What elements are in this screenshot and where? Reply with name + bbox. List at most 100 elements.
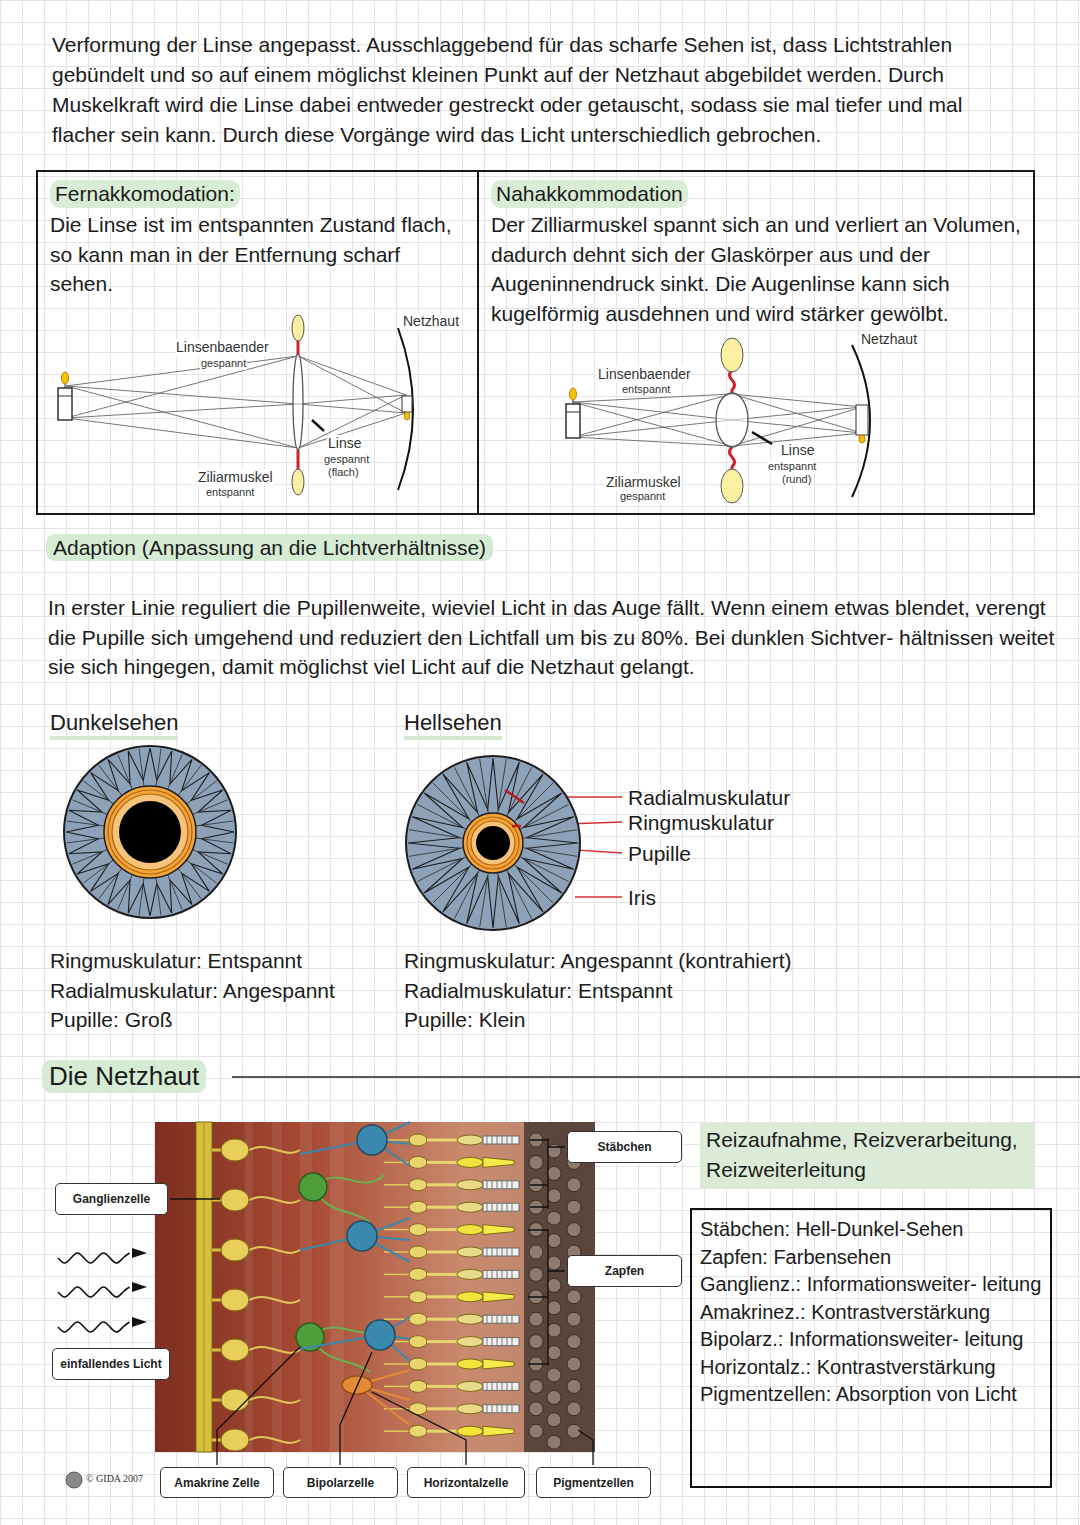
retina-illustration bbox=[487, 1270, 488, 1278]
retina-illustration bbox=[409, 1179, 427, 1191]
retina-illustration bbox=[487, 1405, 488, 1413]
retina-illustration bbox=[483, 1338, 519, 1346]
retina-illustration bbox=[487, 1315, 488, 1323]
retina-arc bbox=[402, 396, 412, 412]
retina-illustration bbox=[483, 1248, 519, 1256]
retina-illustration bbox=[502, 1382, 503, 1390]
iris-figure bbox=[409, 830, 463, 839]
leader-line bbox=[312, 420, 324, 431]
retina-illustration bbox=[221, 1429, 249, 1451]
callout-box: Bipolarzelle bbox=[283, 1467, 398, 1498]
light-arrow bbox=[132, 1282, 147, 1292]
lens-symbol bbox=[716, 393, 748, 447]
retina-illustration bbox=[427, 1318, 457, 1321]
leader-line bbox=[528, 1229, 565, 1366]
figure-label: Netzhaut bbox=[860, 331, 918, 348]
retina-illustration bbox=[529, 1312, 543, 1326]
retina-illustration bbox=[492, 1270, 493, 1278]
far-accommodation-figure bbox=[58, 315, 413, 495]
retina-illustration bbox=[547, 1144, 561, 1158]
retina-illustration bbox=[547, 1278, 561, 1292]
retina-illustration bbox=[529, 1335, 543, 1349]
retina-illustration bbox=[272, 1122, 282, 1452]
panel-heading: Nahakkommodation bbox=[491, 180, 688, 208]
retina-illustration bbox=[483, 1157, 514, 1167]
retina-illustration bbox=[529, 1424, 543, 1438]
figure-label: Linsenbaender bbox=[597, 366, 692, 383]
leader-line bbox=[752, 432, 772, 444]
retina-illustration bbox=[507, 1270, 508, 1278]
retina-illustration bbox=[483, 1225, 514, 1235]
retina-illustration bbox=[155, 1122, 595, 1452]
lens-symbol bbox=[293, 354, 303, 450]
retina-illustration bbox=[547, 1166, 561, 1180]
retina-illustration bbox=[547, 1346, 561, 1360]
retina-arc bbox=[859, 435, 865, 443]
callout-text: Ganglienzelle bbox=[73, 1192, 150, 1206]
retina-illustration bbox=[427, 1251, 457, 1254]
lens-symbol bbox=[730, 447, 735, 470]
retina-illustration bbox=[512, 1248, 513, 1256]
retina-illustration bbox=[492, 1315, 493, 1323]
retina-illustration bbox=[409, 1224, 427, 1236]
retina-illustration bbox=[512, 1382, 513, 1390]
light-arrow bbox=[58, 1287, 130, 1297]
retina-illustration bbox=[492, 1248, 493, 1256]
iris-figure bbox=[64, 746, 236, 918]
retina-illustration bbox=[507, 1136, 508, 1144]
retina-illustration bbox=[384, 1430, 410, 1432]
callout-text: Pigmentzellen bbox=[553, 1476, 634, 1490]
iris-figure bbox=[523, 848, 577, 857]
retina-illustration bbox=[384, 1386, 410, 1388]
retina-illustration bbox=[249, 1437, 300, 1443]
retina-illustration bbox=[357, 1125, 387, 1155]
retina-illustration bbox=[384, 1206, 410, 1208]
retina-illustration bbox=[567, 1223, 581, 1237]
retina-illustration bbox=[409, 1268, 427, 1280]
retina-illustration bbox=[567, 1312, 581, 1326]
iris-figure bbox=[64, 746, 236, 918]
retina-illustration bbox=[507, 1405, 508, 1413]
figure-label: Linse bbox=[327, 435, 362, 452]
retina-illustration bbox=[427, 1183, 457, 1186]
iris-figure bbox=[186, 860, 216, 883]
retina-illustration bbox=[483, 1405, 519, 1413]
light-arrow bbox=[58, 1322, 130, 1332]
retina-illustration bbox=[497, 1203, 498, 1211]
lens-symbol bbox=[297, 341, 300, 355]
iris-figure bbox=[104, 786, 196, 878]
retina-illustration bbox=[249, 1247, 300, 1253]
retina-illustration bbox=[529, 1402, 543, 1416]
retina-illustration bbox=[300, 1317, 410, 1361]
retina-illustration bbox=[487, 1181, 488, 1189]
iris-figure bbox=[507, 870, 532, 919]
iris-figure bbox=[523, 830, 577, 839]
retina-illustration bbox=[567, 1290, 581, 1304]
light-arrow bbox=[132, 1248, 147, 1258]
list-item: Ganglienz.: Informationsweiter- leitung bbox=[700, 1271, 1042, 1299]
retina-illustration bbox=[427, 1295, 457, 1298]
figure-sublabel: entspannt bbox=[205, 486, 255, 499]
retina-illustration bbox=[529, 1245, 543, 1259]
retina-illustration bbox=[409, 1291, 427, 1303]
retina-illustration bbox=[502, 1405, 503, 1413]
retina-illustration bbox=[457, 1202, 483, 1212]
part-label: Radialmuskulatur bbox=[628, 785, 790, 810]
retina-illustration bbox=[427, 1139, 457, 1142]
retina-illustration bbox=[567, 1357, 581, 1371]
retina-illustration bbox=[529, 1155, 543, 1169]
retina-illustration bbox=[249, 1147, 300, 1153]
iris-figure bbox=[454, 767, 479, 816]
retina-illustration bbox=[497, 1181, 498, 1189]
retina-illustration bbox=[384, 1363, 410, 1365]
iris-figure bbox=[112, 794, 188, 870]
retina-illustration bbox=[483, 1203, 519, 1211]
retina-illustration bbox=[497, 1248, 498, 1256]
retina-illustration bbox=[483, 1315, 519, 1323]
candle-symbol bbox=[566, 404, 580, 438]
retina-illustration bbox=[457, 1292, 483, 1302]
retina-illustration bbox=[221, 1239, 249, 1261]
retina-illustration bbox=[492, 1382, 493, 1390]
retina-illustration bbox=[567, 1379, 581, 1393]
list-item: Horizontalz.: Kontrastverstärkung bbox=[700, 1354, 1042, 1382]
